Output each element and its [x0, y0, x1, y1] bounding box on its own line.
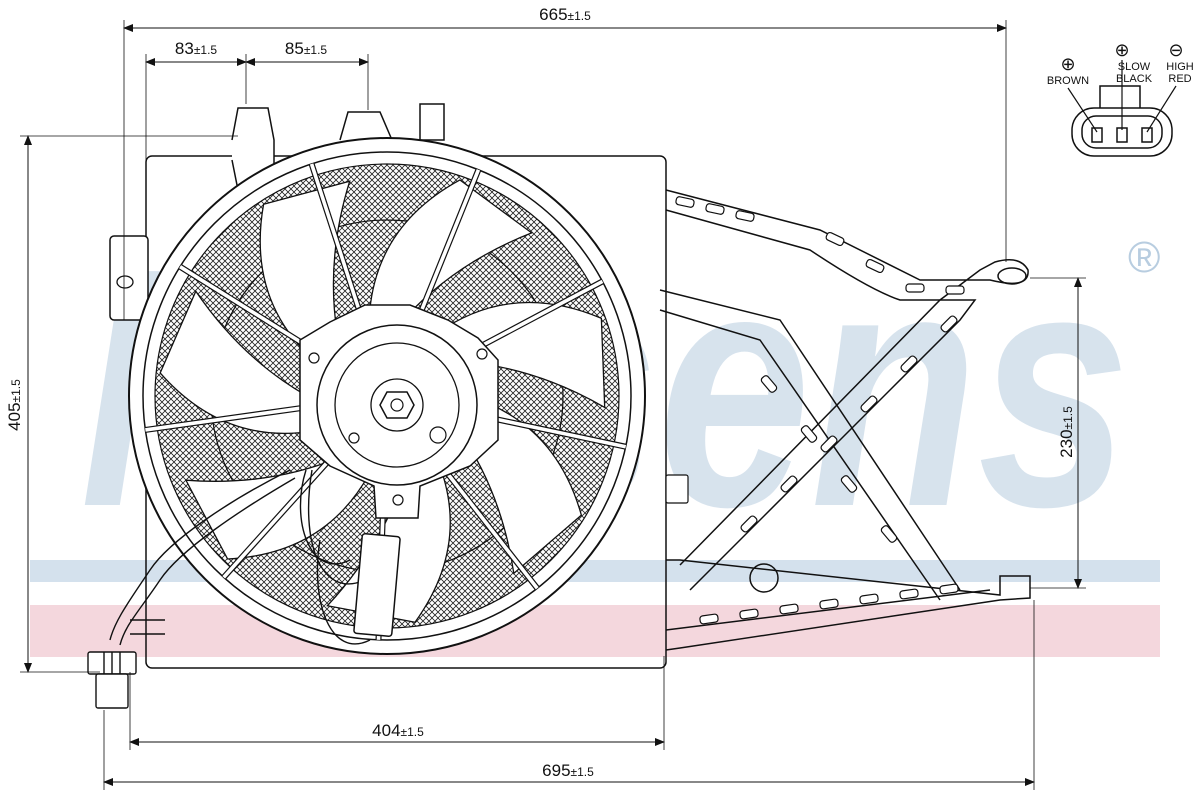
- mounting-bracket: [519, 189, 1031, 651]
- pin-1-label: BROWN: [1047, 75, 1089, 87]
- dim-tab-spacing-tol: ±1.5: [304, 43, 328, 57]
- harness-plug: [87, 619, 165, 709]
- dim-height-tol: ±1.5: [9, 379, 23, 403]
- shroud-strut: [436, 459, 539, 590]
- shroud-strut: [222, 455, 334, 579]
- shroud-strut: [179, 265, 319, 355]
- resistor-module: [353, 533, 401, 637]
- dim-shroud-width-value: 404: [372, 721, 400, 740]
- dim-shroud-width: 404±1.5: [372, 721, 424, 740]
- pin-1-symbol: ⊕: [1060, 54, 1075, 74]
- dim-bracket-height-value: 230: [1057, 429, 1076, 457]
- motor-hub: [299, 304, 499, 519]
- pin-2-label-top: SLOW: [1118, 61, 1151, 73]
- resistor-wiring: [109, 469, 371, 646]
- dim-bracket-height: 230±1.5: [1057, 406, 1076, 458]
- dim-overall-width-tol: ±1.5: [568, 9, 592, 23]
- fan-blade: [159, 289, 316, 434]
- dim-left-offset: 83±1.5: [175, 39, 218, 58]
- bracket-slots: [665, 196, 965, 625]
- dim-bracket-height-tol: ±1.5: [1061, 406, 1075, 430]
- pin-3-label-bottom: RED: [1168, 73, 1191, 85]
- fan-blade: [368, 179, 533, 319]
- pin-2-symbol: ⊕: [1114, 40, 1129, 60]
- pin-3-label-top: HIGH: [1166, 61, 1194, 73]
- pin-3-symbol: ⊖: [1168, 40, 1183, 60]
- dim-left-offset-tol: ±1.5: [194, 43, 218, 57]
- shroud-strut: [145, 405, 307, 432]
- dim-total-width: 695±1.5: [542, 761, 594, 780]
- pin-2-label-bottom: BLACK: [1116, 73, 1153, 85]
- dim-total-width-tol: ±1.5: [571, 765, 595, 779]
- watermark-pink-band: [30, 605, 1160, 657]
- left-mount-tab: [109, 235, 149, 321]
- dimension-lines: [20, 20, 1086, 790]
- dim-overall-width-value: 665: [539, 5, 567, 24]
- top-tab-right: [419, 103, 445, 141]
- dim-shroud-width-tol: ±1.5: [401, 725, 425, 739]
- fan-blade: [435, 301, 606, 409]
- dim-tab-spacing: 85±1.5: [285, 39, 328, 58]
- dim-height-value: 405: [5, 402, 24, 430]
- dim-overall-width: 665±1.5: [539, 5, 591, 24]
- shroud-strut: [416, 169, 481, 321]
- watermark-registered-mark: ®: [1128, 233, 1160, 282]
- shroud-strut: [309, 163, 364, 319]
- fan-blade: [259, 180, 351, 363]
- dim-height: 405±1.5: [5, 379, 24, 431]
- dim-total-width-value: 695: [542, 761, 570, 780]
- dim-left-offset-value: 83: [175, 39, 194, 58]
- dim-tab-spacing-value: 85: [285, 39, 304, 58]
- top-tab-middle: [339, 111, 393, 141]
- connector-detail: ⊕ BROWN ⊕ SLOW BLACK ⊖ HIGH RED: [1047, 40, 1194, 157]
